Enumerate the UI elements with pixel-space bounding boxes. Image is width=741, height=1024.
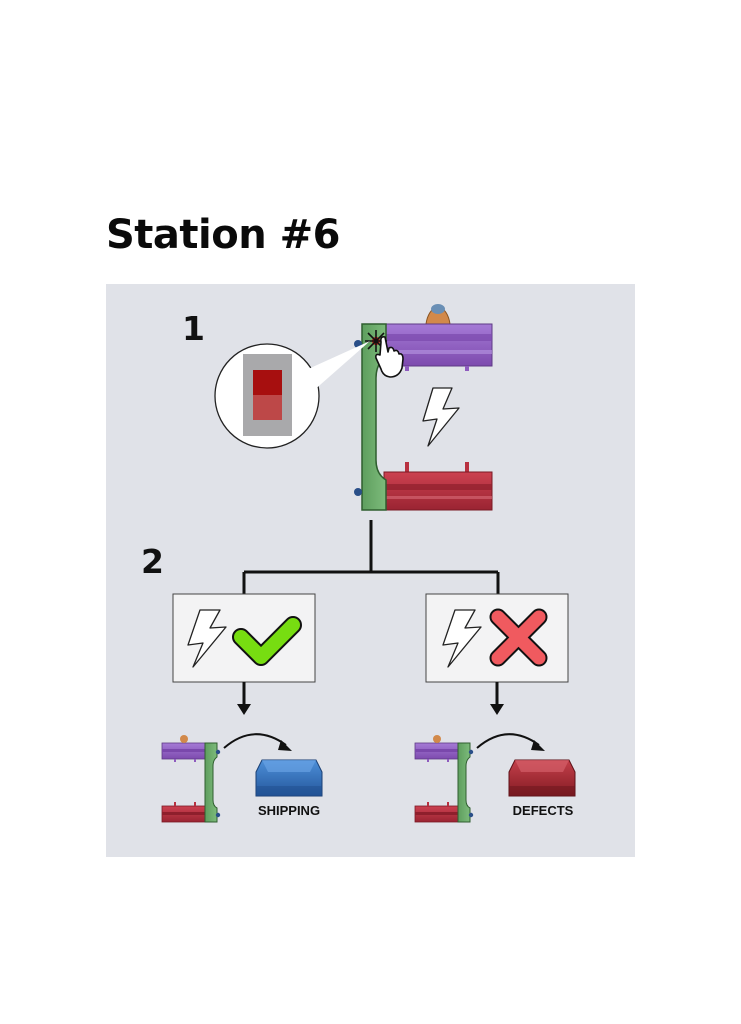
pass-result-box [172, 593, 316, 683]
defects-bin-icon [508, 759, 576, 797]
pass-outcome: SHIPPING [161, 733, 323, 823]
toggle-switch-icon [243, 354, 292, 436]
hand-pointer-icon [375, 336, 404, 378]
defects-label: DEFECTS [513, 803, 574, 818]
x-icon [489, 608, 548, 667]
arrow-icon [223, 733, 287, 749]
lightning-icon [422, 387, 460, 447]
step-2-label: 2 [141, 542, 164, 581]
step-1-label: 1 [182, 309, 205, 348]
shipping-label: SHIPPING [258, 803, 320, 818]
switch-callout [214, 340, 371, 449]
flow-connectors [242, 520, 500, 594]
lower-part [383, 462, 493, 511]
mini-fixture [161, 735, 221, 823]
lightning-icon [187, 609, 227, 668]
fail-result-box [425, 593, 569, 683]
arrow-icon [490, 704, 504, 715]
shipping-bin-icon [255, 759, 323, 797]
arrow-icon [476, 733, 540, 749]
mini-fixture [414, 735, 474, 823]
arrow-icon [237, 704, 251, 715]
fail-outcome: DEFECTS [414, 733, 576, 823]
test-fixture [354, 304, 493, 511]
lightning-icon [442, 609, 482, 668]
page-title: Station #6 [106, 212, 340, 258]
